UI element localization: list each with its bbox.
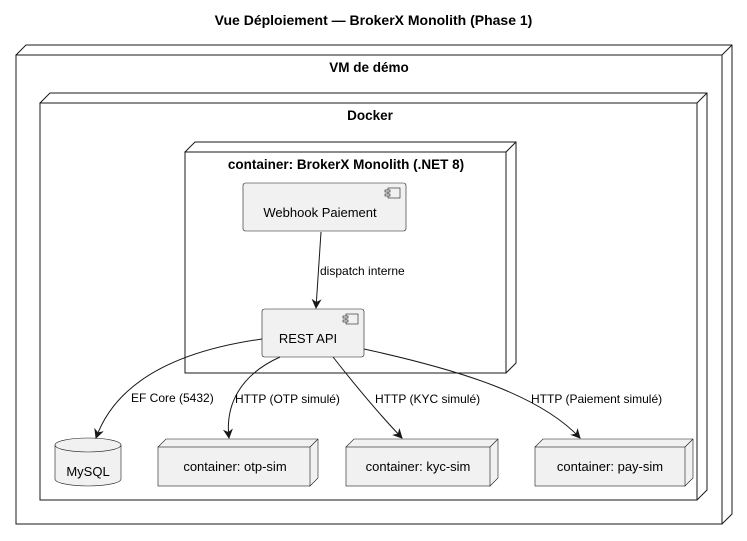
- node-kyc-sim: container: kyc-sim: [345, 438, 499, 487]
- edge-otp: HTTP (OTP simulé): [222, 356, 340, 439]
- edge-kyc: HTTP (KYC simulé): [332, 356, 480, 439]
- edge-otp-label: HTTP (OTP simulé): [235, 392, 340, 406]
- edge-kyc-label: HTTP (KYC simulé): [375, 392, 480, 406]
- component-icon: [342, 313, 359, 325]
- component-rest-api: REST API: [261, 308, 365, 358]
- edge-ef-core: EF Core (5432): [94, 338, 263, 439]
- node-pay-sim-label: container: pay-sim: [557, 459, 663, 474]
- node-docker-label: Docker: [347, 108, 394, 123]
- component-icon: [384, 187, 401, 199]
- database-mysql: MySQL: [54, 437, 122, 487]
- component-rest-api-label: REST API: [279, 331, 337, 346]
- edge-pay-label: HTTP (Paiement simulé): [531, 392, 662, 406]
- edge-dispatch: dispatch interne: [311, 231, 405, 309]
- edge-ef-core-label: EF Core (5432): [131, 391, 214, 405]
- node-vm-label: VM de démo: [329, 60, 409, 75]
- node-monolith-label: container: BrokerX Monolith (.NET 8): [228, 157, 464, 172]
- diagram-title: Vue Déploiement — BrokerX Monolith (Phas…: [215, 12, 533, 28]
- edge-pay: HTTP (Paiement simulé): [363, 348, 662, 439]
- node-otp-sim-label: container: otp-sim: [183, 459, 286, 474]
- node-kyc-sim-label: container: kyc-sim: [366, 459, 471, 474]
- node-pay-sim: container: pay-sim: [534, 438, 694, 487]
- component-webhook-label: Webhook Paiement: [263, 205, 377, 220]
- node-otp-sim: container: otp-sim: [157, 438, 319, 487]
- database-mysql-label: MySQL: [66, 464, 109, 479]
- edge-dispatch-label: dispatch interne: [320, 264, 405, 278]
- component-webhook: Webhook Paiement: [242, 182, 407, 232]
